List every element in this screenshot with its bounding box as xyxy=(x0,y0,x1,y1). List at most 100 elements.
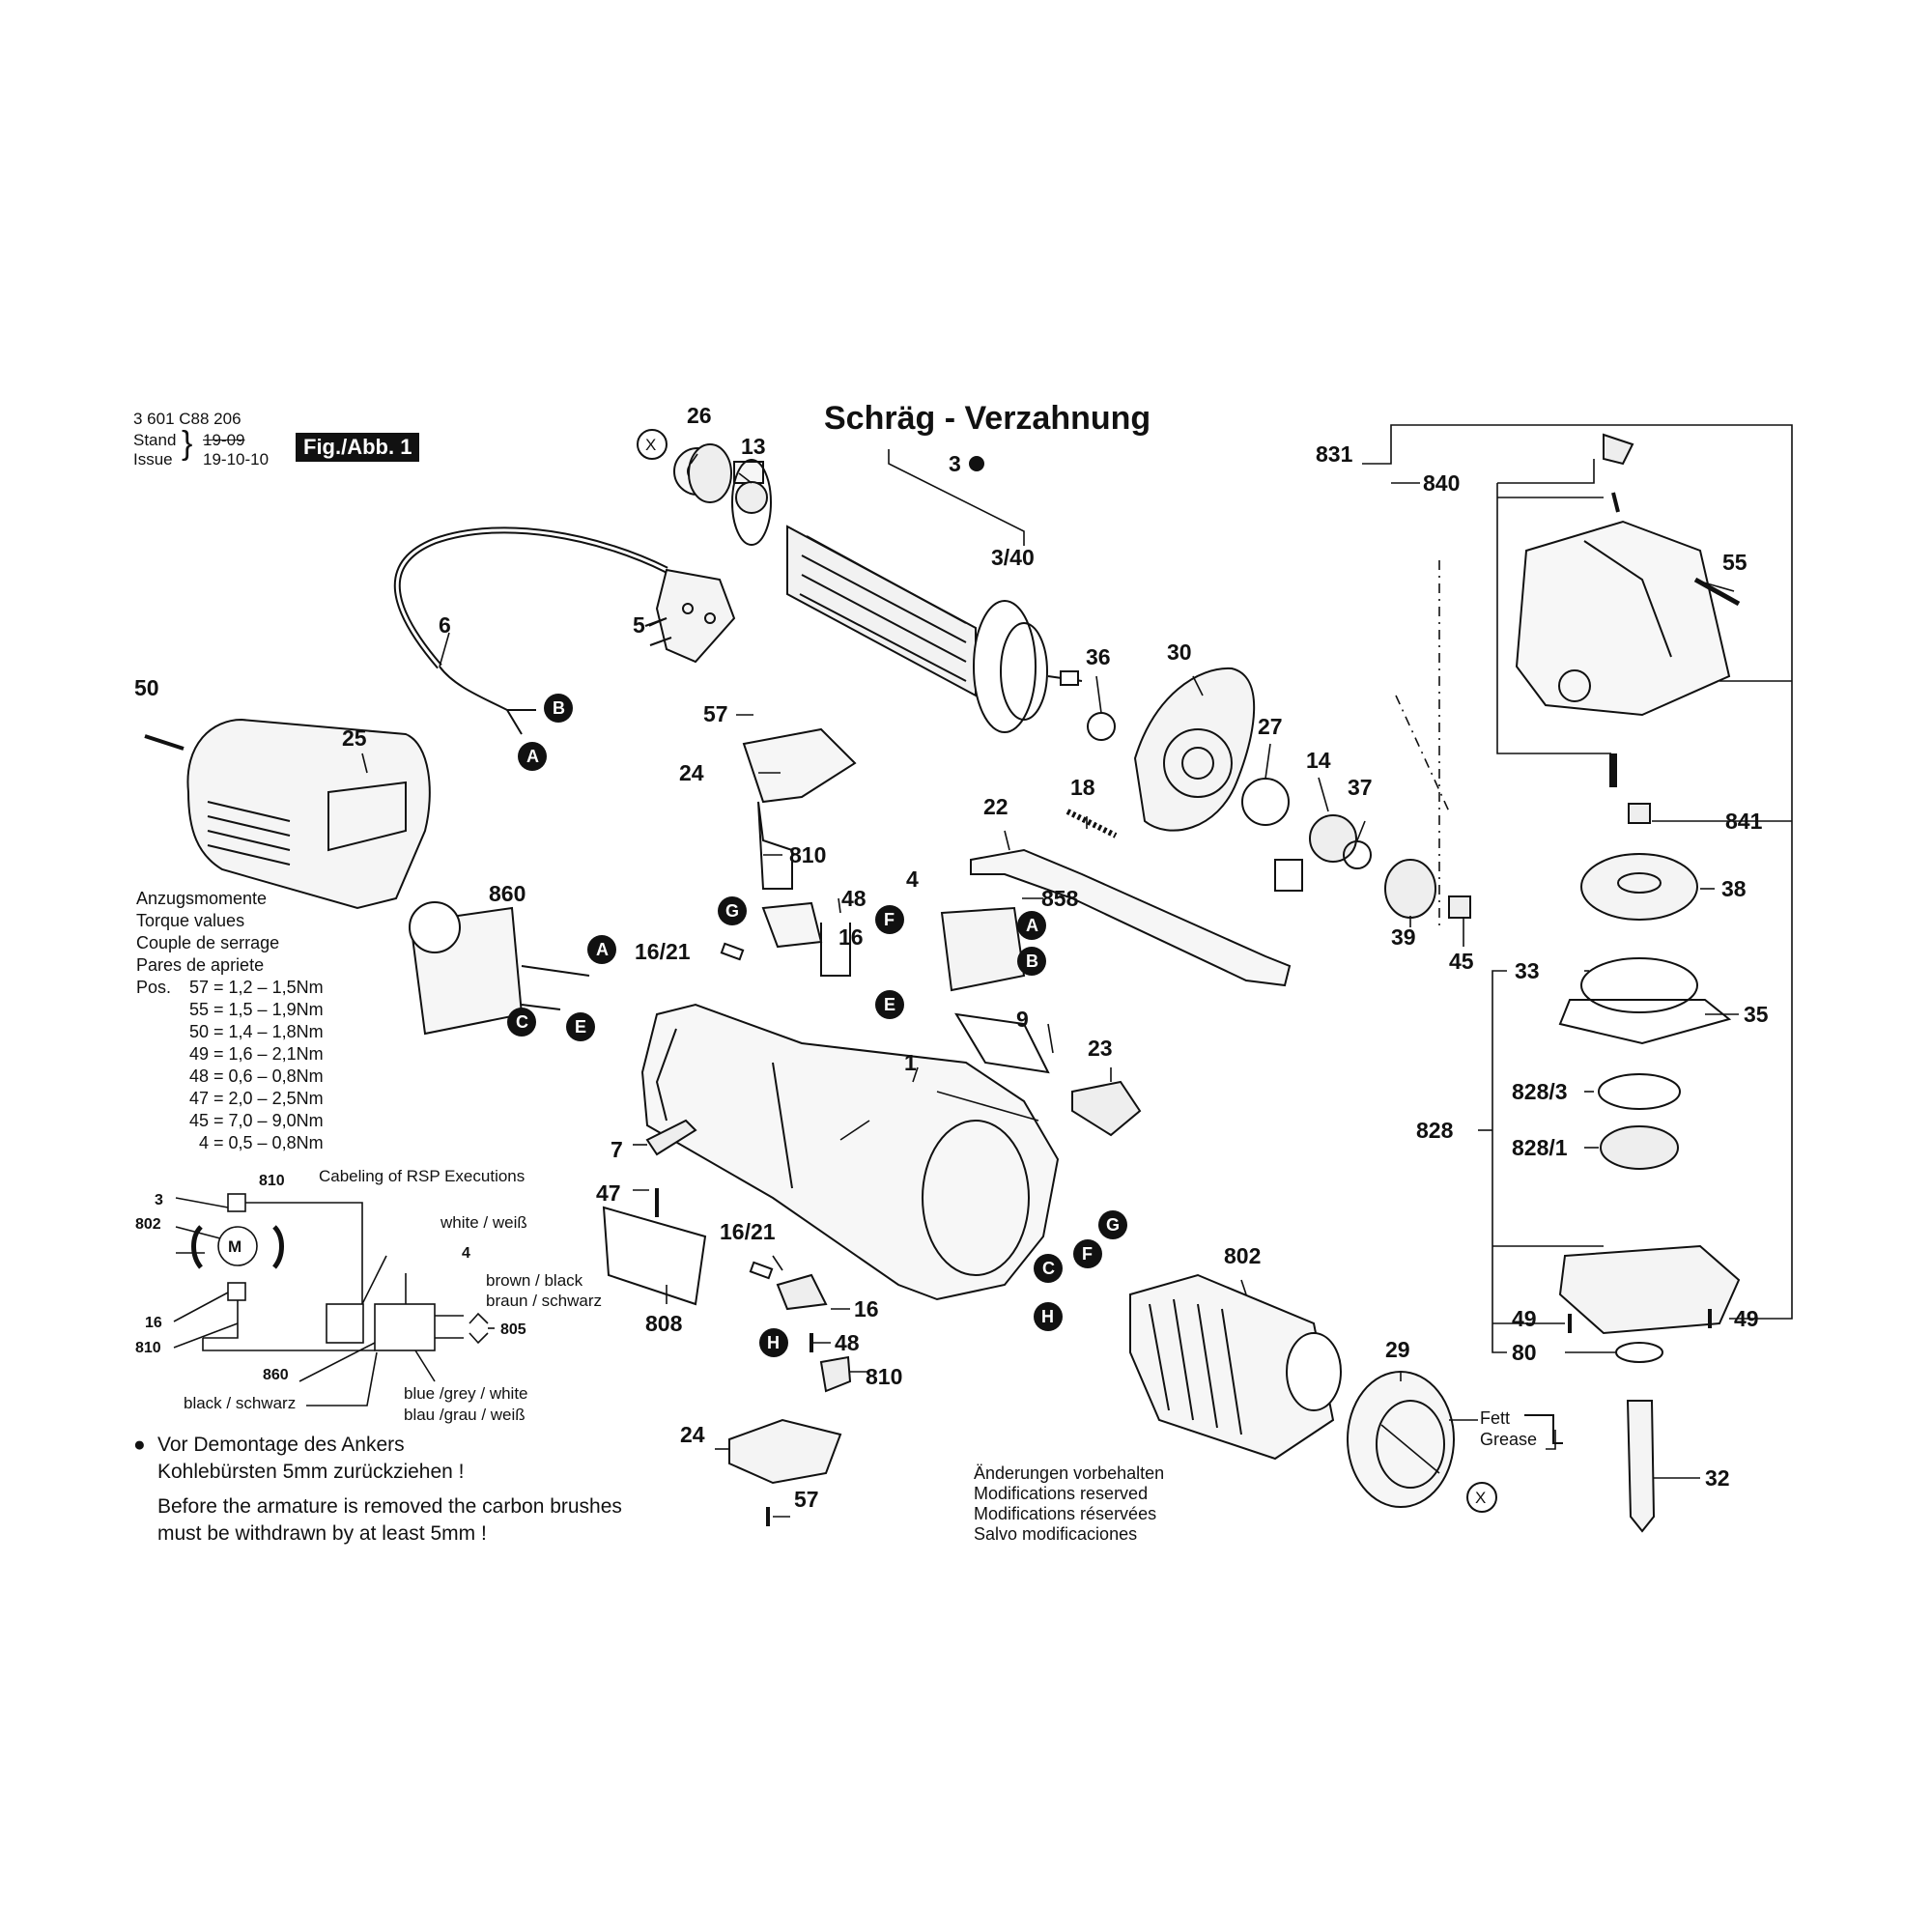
part-label-3: 3 xyxy=(949,451,961,476)
oring-33 xyxy=(1580,957,1698,1013)
part-label-48-top: 48 xyxy=(841,886,867,911)
spring-18 xyxy=(1065,809,1118,838)
cover-9 xyxy=(954,1012,1050,1074)
part-label-3-40: 3/40 xyxy=(991,545,1035,570)
bearing-flange-828 xyxy=(1558,1244,1741,1335)
callout-x-top xyxy=(637,429,668,460)
switch-16-bottom xyxy=(776,1273,828,1311)
part-label-50: 50 xyxy=(134,675,159,700)
callout-b-cord xyxy=(544,694,573,723)
callout-b-switch-label: B xyxy=(1026,952,1038,971)
part-label-49-right: 49 xyxy=(1734,1306,1759,1331)
callout-c-860-label: C xyxy=(516,1012,528,1032)
torque-row: 4 = 0,5 – 0,8Nm xyxy=(199,1133,324,1152)
note-de-line1: Vor Demontage des Ankers xyxy=(157,1434,405,1456)
part-label-26: 26 xyxy=(687,403,712,428)
wire-blue-label-de: blau /grau / weiß xyxy=(404,1406,526,1424)
part-label-828-3: 828/3 xyxy=(1512,1079,1568,1104)
air-guide-29-inner xyxy=(1376,1400,1445,1489)
part-label-80: 80 xyxy=(1512,1340,1537,1365)
figure-badge: Fig./Abb. 1 xyxy=(296,433,420,462)
bullet-marker-icon xyxy=(969,456,984,471)
part-label-25: 25 xyxy=(342,725,367,751)
brush-16-21-top xyxy=(720,942,745,961)
callout-h-bottom xyxy=(759,1328,788,1357)
note-de-line2: Kohlebürsten 5mm zurückziehen ! xyxy=(157,1461,465,1483)
callout-e-switch xyxy=(875,990,904,1019)
callout-g-top xyxy=(718,896,747,925)
part-label-9: 9 xyxy=(1016,1007,1029,1032)
part-label-27: 27 xyxy=(1258,714,1283,739)
part-label-1: 1 xyxy=(904,1050,917,1075)
callout-f-switch-label: F xyxy=(884,910,895,929)
spindle-lock-840 xyxy=(1603,433,1634,466)
switch-wires xyxy=(757,801,793,890)
part-label-5: 5 xyxy=(633,612,645,638)
callout-h-bottom-label: H xyxy=(767,1333,780,1352)
wiring-label-802: 802 xyxy=(135,1216,161,1233)
bearing-14 xyxy=(1309,814,1357,863)
washer-36 xyxy=(1087,712,1116,741)
torque-row: 45 = 7,0 – 9,0Nm xyxy=(189,1111,324,1130)
part-label-840: 840 xyxy=(1423,470,1460,496)
ring-27 xyxy=(1241,778,1290,826)
sheet-808 xyxy=(602,1206,707,1306)
leader-lines xyxy=(361,424,1793,1518)
part-label-16-top: 16 xyxy=(838,924,864,950)
callout-f-switch xyxy=(875,905,904,934)
callout-h-stator-label: H xyxy=(1041,1307,1054,1326)
modifications-en: Modifications reserved xyxy=(974,1484,1149,1503)
wire-brown-label-en: brown / black xyxy=(486,1271,583,1290)
screw-50 xyxy=(144,734,185,751)
spindle-32 xyxy=(1626,1400,1656,1533)
callout-g-top-label: G xyxy=(725,901,739,921)
part-number: 3 601 C88 206 xyxy=(133,410,242,428)
note-en-line2: must be withdrawn by at least 5mm ! xyxy=(157,1522,487,1545)
callout-b-cord-label: B xyxy=(553,698,565,718)
part-label-37: 37 xyxy=(1348,775,1373,800)
motor-symbol: M xyxy=(228,1237,242,1256)
part-label-32: 32 xyxy=(1705,1465,1730,1491)
torque-heading-de: Anzugsmomente xyxy=(136,889,268,908)
screw-55 xyxy=(1693,577,1741,607)
part-label-802: 802 xyxy=(1224,1243,1261,1268)
torque-heading-en: Torque values xyxy=(136,911,245,930)
power-cord xyxy=(393,526,668,735)
torque-pos-label: Pos. xyxy=(136,978,172,997)
wiring-label-860: 860 xyxy=(263,1367,289,1383)
brush-16-21-bottom xyxy=(749,1261,774,1280)
callout-a-cord-label: A xyxy=(526,747,539,766)
part-label-858: 858 xyxy=(1041,886,1079,911)
callout-a-860 xyxy=(587,935,616,964)
clip-small xyxy=(1274,859,1303,892)
part-label-39: 39 xyxy=(1391,924,1416,950)
modifications-de: Änderungen vorbehalten xyxy=(974,1463,1165,1483)
stand-label: Stand xyxy=(133,431,177,449)
switch-module-4 xyxy=(940,906,1026,992)
callout-c-860 xyxy=(507,1008,536,1037)
part-label-47: 47 xyxy=(596,1180,621,1206)
clip-7 xyxy=(645,1119,697,1156)
callout-g-stator xyxy=(1098,1210,1127,1239)
callout-e-860-label: E xyxy=(575,1017,586,1037)
callout-a-switch-label: A xyxy=(1026,916,1038,935)
part-label-808: 808 xyxy=(645,1311,683,1336)
torque-heading-es: Pares de apriete xyxy=(136,955,265,975)
callout-a-cord xyxy=(518,742,547,771)
gear-38-hub xyxy=(1617,872,1662,894)
circlip-828-3 xyxy=(1598,1073,1681,1110)
part-label-6: 6 xyxy=(439,612,451,638)
callout-g-stator-label: G xyxy=(1106,1215,1120,1235)
part-label-16-bottom: 16 xyxy=(854,1296,879,1321)
callout-a-860-label: A xyxy=(596,940,609,959)
pinion-39 xyxy=(1384,859,1436,919)
part-label-16-21-bottom: 16/21 xyxy=(720,1219,776,1244)
part-label-38: 38 xyxy=(1721,876,1747,901)
switch-cover-24-top xyxy=(742,727,857,804)
gear-38 xyxy=(1580,853,1698,921)
part-label-36: 36 xyxy=(1086,644,1111,669)
plate-35 xyxy=(1558,999,1732,1045)
wiring-label-4: 4 xyxy=(462,1245,470,1262)
part-label-33: 33 xyxy=(1515,958,1540,983)
